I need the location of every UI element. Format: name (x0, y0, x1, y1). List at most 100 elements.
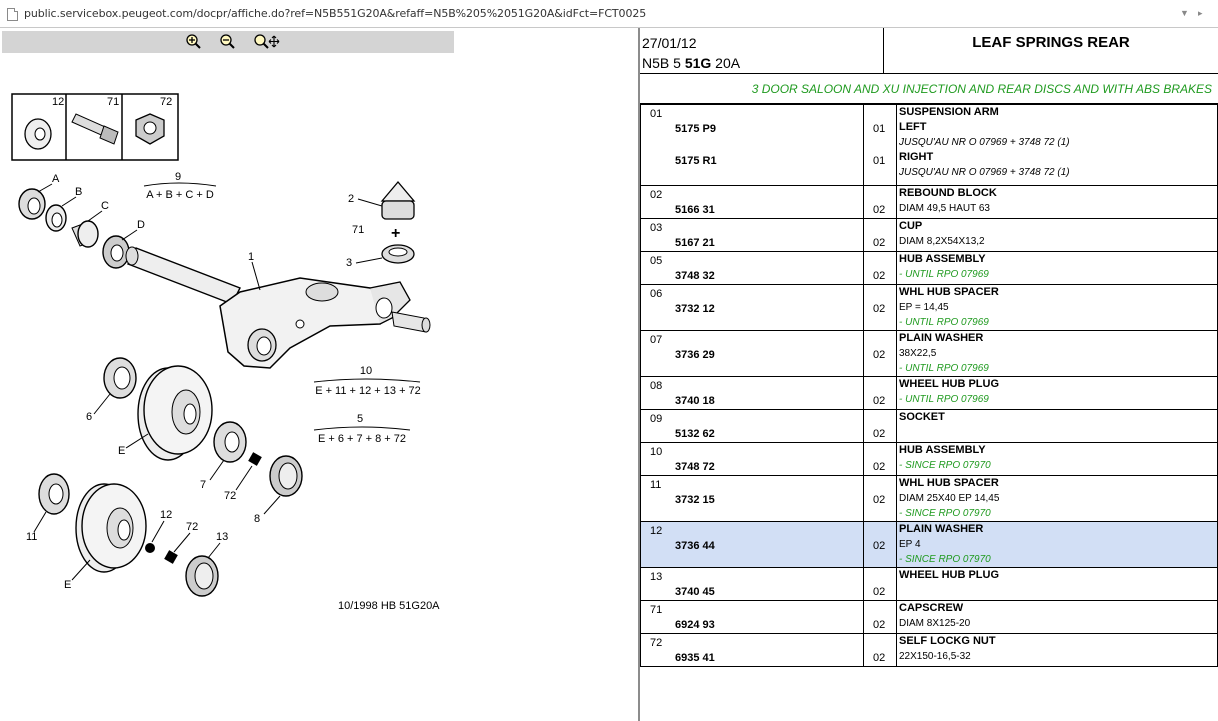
ref-cell: 01 (640, 104, 673, 186)
part-number[interactable]: 6924 93 (675, 619, 715, 631)
quantity-cell: 02 (863, 633, 897, 667)
label-3: 3 (346, 257, 352, 269)
quantity-cell: 02 (863, 330, 897, 377)
ref-cell: 03 (640, 218, 673, 252)
label-12: 12 (160, 509, 172, 521)
label-B: B (75, 186, 82, 198)
part-spec: 22X150-16,5-32 (899, 651, 971, 662)
part-number-cell: 5166 31 (673, 185, 864, 219)
formula-5: E + 6 + 7 + 8 + 72 (318, 433, 406, 445)
part-number[interactable]: 3748 72 (675, 461, 715, 473)
ref-cell: 08 (640, 376, 673, 410)
description-cell: HUB ASSEMBLY- SINCE RPO 07970 (896, 442, 1218, 476)
part-number[interactable]: 3740 18 (675, 395, 715, 407)
ref-number: 12 (650, 525, 663, 537)
refresh-icon[interactable]: ▸ (1198, 8, 1203, 18)
validity-note: - UNTIL RPO 07969 (899, 363, 989, 374)
quantity-cell: 02 (863, 567, 897, 601)
page-title: LEAF SPRINGS REAR (972, 34, 1130, 51)
part-number[interactable]: 3736 29 (675, 349, 715, 361)
label-7: 7 (200, 479, 206, 491)
ref-cell: 71 (640, 600, 673, 634)
part-title: WHL HUB SPACER (899, 286, 999, 298)
part-title: PLAIN WASHER (899, 523, 984, 535)
part-number[interactable]: 3732 15 (675, 494, 715, 506)
dropdown-icon[interactable]: ▼ (1180, 8, 1189, 18)
part-spec: DIAM 8,2X54X13,2 (899, 236, 985, 247)
description-cell: HUB ASSEMBLY- UNTIL RPO 07969 (896, 251, 1218, 285)
part-spec: DIAM 49,5 HAUT 63 (899, 203, 990, 214)
part-subtitle: LEFT (899, 121, 927, 133)
part-number-cell: 6935 41 (673, 633, 864, 667)
part-number[interactable]: 5132 62 (675, 428, 715, 440)
ref-number: 09 (650, 413, 663, 425)
quantity-cell: 02 (863, 600, 897, 634)
ref-cell: 13 (640, 567, 673, 601)
part-number[interactable]: 5175 P9 (675, 123, 716, 135)
ref-cell: 06 (640, 284, 673, 331)
part-number[interactable]: 3736 44 (675, 540, 715, 552)
part-number[interactable]: 3748 32 (675, 270, 715, 282)
suspension-arm-drawing: 1 (125, 246, 431, 369)
address-bar[interactable]: public.servicebox.peugeot.com/docpr/affi… (0, 0, 1218, 28)
description-cell: PLAIN WASHER 38X22,5 - UNTIL RPO 07969 (896, 330, 1218, 377)
ref-cell: 12 (640, 521, 673, 568)
ref-number: 11 (650, 479, 662, 491)
part-title: PLAIN WASHER (899, 332, 984, 344)
label-E1: E (118, 445, 125, 457)
part-number[interactable]: 3740 45 (675, 586, 715, 598)
part-spec: 38X22,5 (899, 348, 937, 359)
part-spec: DIAM 25X40 EP 14,45 (899, 493, 1000, 504)
ref-number: 05 (650, 255, 663, 267)
validity-note: - UNTIL RPO 07969 (899, 394, 989, 405)
zoom-in-icon[interactable] (184, 33, 204, 51)
part-number[interactable]: 3732 12 (675, 303, 715, 315)
ref-number: 72 (650, 637, 663, 649)
part-number[interactable]: 6935 41 (675, 652, 715, 664)
validity-note: - SINCE RPO 07970 (899, 554, 991, 565)
quantity: 02 (873, 270, 886, 282)
label-72b: 72 (186, 521, 198, 533)
part-number-cell: 3732 12 (673, 284, 864, 331)
pane-splitter[interactable] (638, 28, 640, 721)
part-note: JUSQU'AU NR O 07969 + 3748 72 (1) (899, 137, 1070, 148)
label-10: 10 (360, 365, 372, 377)
part-title: WHEEL HUB PLUG (899, 378, 1000, 390)
table-row[interactable]: 05 3748 32 02 HUB ASSEMBLY- UNTIL RPO 079… (640, 251, 1218, 285)
url-text[interactable]: public.servicebox.peugeot.com/docpr/affi… (24, 7, 647, 20)
part-number[interactable]: 5175 R1 (675, 155, 717, 167)
part-number[interactable]: 5166 31 (675, 204, 715, 216)
ref-number: 71 (650, 604, 663, 616)
part-number-cell: 3736 29 (673, 330, 864, 377)
exploded-parts-diagram: 12 71 72 9 A + B + C + D A B C D (11, 93, 431, 597)
zoom-out-icon[interactable] (218, 33, 238, 51)
zoom-fit-icon[interactable] (252, 33, 282, 51)
ref-number: 10 (650, 446, 663, 458)
header-code: N5B 5 51G 20A (642, 55, 741, 71)
part-number-cell: 3732 15 (673, 475, 864, 522)
rebound-block-drawing: 2 71 + 3 (346, 180, 416, 269)
label-D: D (137, 219, 145, 231)
part-number[interactable]: 5167 21 (675, 237, 715, 249)
box-label-12: 12 (52, 96, 64, 108)
part-number-cell: 3740 45 (673, 567, 864, 601)
validity-note: - UNTIL RPO 07969 (899, 317, 989, 328)
quantity: 02 (873, 619, 886, 631)
